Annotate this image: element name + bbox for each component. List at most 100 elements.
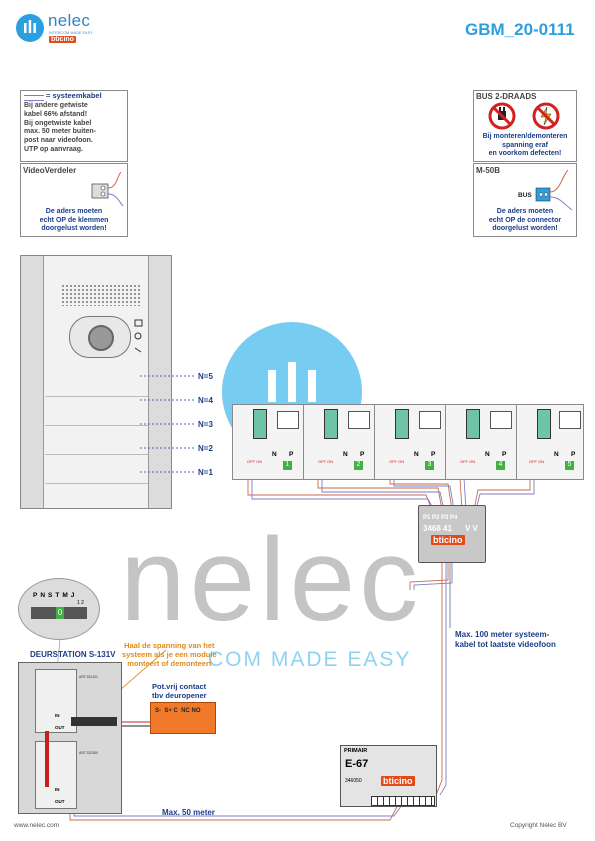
door-station-title: DEURSTATION S-131V [30,650,116,659]
door-panel-front [20,255,172,509]
systemcable-swatch [24,95,44,101]
button-row-4[interactable] [45,397,148,426]
partner-logo: bticino [49,36,76,43]
monitor-p-label: P [571,451,576,458]
m50b-note: De aders moeten echt OP de connector doo… [474,208,576,234]
connector-term: T [55,592,63,599]
bus-note-line: en voorkom defecten! [488,150,562,157]
button-label-n3: N=3 [198,420,213,429]
doc-code: GBM_20-0111 [465,20,575,39]
video-note: De aders moeten echt OP de klemmen doorg… [21,208,127,234]
monitor-terminal [537,409,551,439]
door-station-note-line: monteert of demonteert [127,659,212,668]
monitor-number: 1 [283,461,292,470]
monitor-n-label: N [272,451,277,458]
monitor-terminal [253,409,267,439]
m50b-note-line: echt OP de connector [488,216,562,224]
bus-note: Bij monteren/demonteren spanning eraf en… [474,133,576,159]
legend-line: max. 50 meter buiten- [24,128,96,136]
monitor-number: 3 [425,461,434,470]
bus-box: BUS 2-DRAADS Bij monteren/demonteren spa… [473,90,577,162]
connector-term: P [33,592,41,599]
video-terminal-icon [91,172,124,206]
footer-left[interactable]: www.nelec.com [14,822,60,829]
max100-note: Max. 100 meter systeem- kabel tot laatst… [455,630,556,650]
psu-label2: E-67 [345,758,369,770]
module2-out: OUT [55,799,65,804]
m50b-connector-icon [535,170,573,210]
psu-terminals [371,796,435,806]
door-station-note-line: systeem als je een module [122,650,217,659]
door-panel-frame-left [21,256,44,508]
door-station-side: ART.331101 IN OUT ART.332300 IN OUT [18,662,122,814]
distributor-vv: V V [465,524,478,533]
door-station-module-1 [35,669,77,733]
brand-name: nelec [48,11,91,30]
legend-line: Bij ongetwiste kabel [24,119,92,127]
monitor-screen [559,411,581,429]
max50-note: Max. 50 meter [162,808,215,817]
door-panel-frame-right [148,256,171,508]
monitor-off-switch[interactable]: OFF ON [460,459,476,464]
door-station-note: Haal de spanning van het systeem als je … [122,641,217,668]
m50b-bus-label: BUS [518,192,532,199]
monitor: OFF ON N P 4 [445,404,517,480]
monitor-terminal [324,409,338,439]
distributor-brand: bticino [431,535,465,545]
brand-logo-icon [16,14,44,42]
monitor-off-switch[interactable]: OFF ON [389,459,405,464]
legend-line: UTP op aanvraag. [24,145,84,153]
monitor-p-label: P [360,451,365,458]
module1-code: ART.331101 [79,675,98,679]
monitor: OFF ON N P 3 [374,404,446,480]
watermark-logo-bars [268,362,316,402]
connector-number: 0 [56,607,64,619]
connector-zoom: PNSTMJ 1 2 0 [18,578,100,640]
monitor-row: OFF ON N P 1 OFF ON N P 2 OFF ON N P 3 O… [232,404,584,480]
video-box-title: VideoVerdeler [23,166,77,175]
button-row-5[interactable] [45,368,148,397]
m50b-box: M-50B BUS De aders moeten echt OP de con… [473,163,577,237]
legend-line: Bij andere getwiste [24,102,88,109]
m50b-note-line: doorgelust worden! [492,225,558,232]
video-box: VideoVerdeler De aders moeten echt OP de… [20,163,128,237]
monitor-n-label: N [554,451,559,458]
monitor: OFF ON N P 1 [232,404,304,480]
monitor-screen [277,411,299,429]
no-plug-icon [488,102,516,130]
contact-title: Pot.vrij contact tbv deuropener [152,682,207,700]
contact-title-line: tbv deuropener [152,691,207,700]
module1-out: OUT [55,725,65,730]
button-row-2[interactable] [45,455,148,484]
psu-brand: bticino [381,776,415,786]
monitor-off-switch[interactable]: OFF ON [318,459,334,464]
button-label-n2: N=2 [198,444,213,453]
riser-cable [45,731,49,787]
monitor-n-label: N [414,451,419,458]
connector-terms: PNSTMJ [33,592,77,599]
monitor-off-switch[interactable]: OFF ON [247,459,263,464]
bus-box-title: BUS 2-DRAADS [476,92,537,101]
monitor-terminal [466,409,480,439]
distributor-ports: P1 P2 P3 P4 [423,515,458,521]
module2-code: ART.332300 [79,751,99,755]
module1-in: IN [55,713,60,718]
monitor-n-label: N [343,451,348,458]
m50b-note-line: De aders moeten [496,208,554,215]
distributor: P1 P2 P3 P4 3468 41 V V bticino [418,505,486,563]
relay-contact-box: S- S+ C NC NO [150,702,216,734]
watermark-word: nelec [120,514,423,646]
monitor-off-switch[interactable]: OFF ON [529,459,545,464]
psu-code: 346050 [345,778,362,784]
monitor: OFF ON N P 2 [303,404,375,480]
brand-tagline: INTERCOM MADE EASY [49,31,93,35]
connector-term: S [48,592,56,599]
legend-box: = systeemkabel Bij andere getwiste kabel… [20,90,128,162]
door-station-module-2 [35,741,77,809]
button-row-3[interactable] [45,426,148,455]
speaker-grille [61,284,141,306]
max100-line: kabel tot laatste videofoon [455,640,556,649]
monitor-number: 2 [354,461,363,470]
monitor-screen [490,411,512,429]
monitor-p-label: P [502,451,507,458]
